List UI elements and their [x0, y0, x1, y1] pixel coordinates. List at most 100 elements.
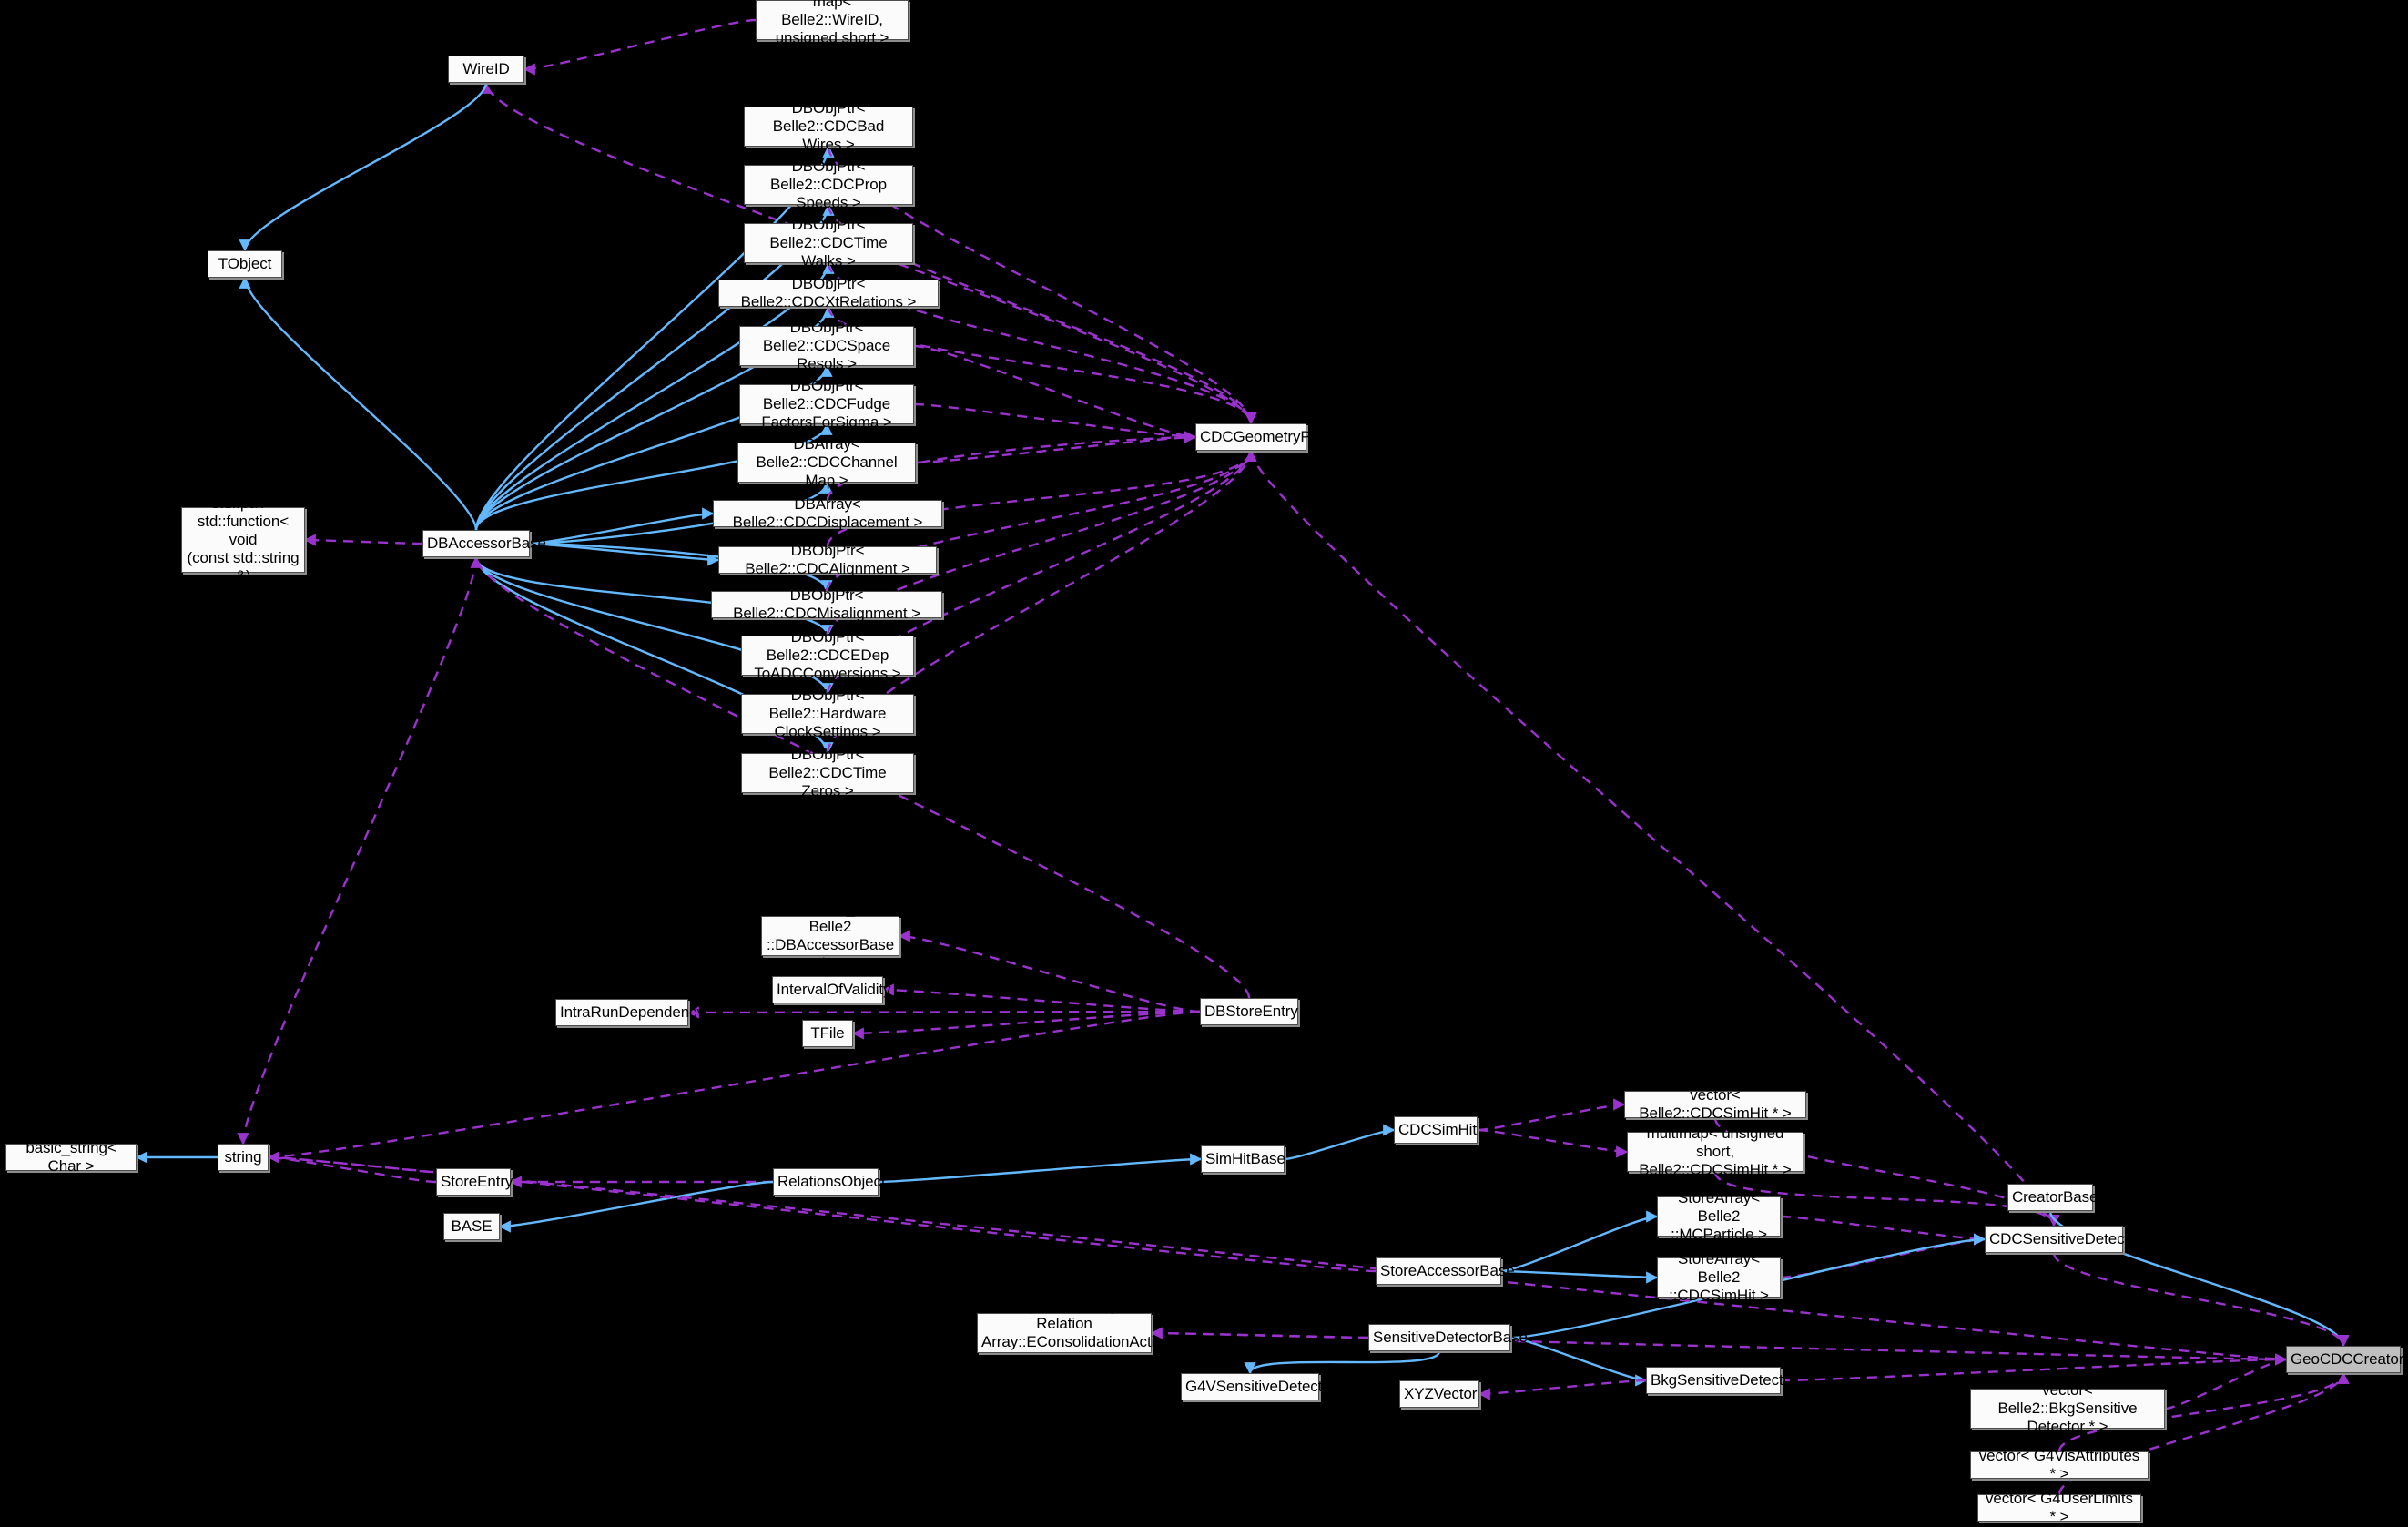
node-cdcedeptoadc[interactable]: DBObjPtr< Belle2::CDCEDep ToADCConversio… — [741, 628, 914, 682]
edge-simhitbase-to-cdcsimhit — [1284, 1124, 1396, 1161]
node-label: StoreArray< Belle2 ::MCParticle > — [1671, 1188, 1767, 1244]
edge-cdcsensitivedetector-to-geocdccreator — [2052, 1252, 2350, 1348]
node-cdcspaceresols[interactable]: DBObjPtr< Belle2::CDCSpace Resols > — [739, 319, 914, 372]
node-storearray_mc[interactable]: StoreArray< Belle2 ::MCParticle > — [1657, 1189, 1781, 1243]
node-vec_g4visattr[interactable]: vector< G4VisAttributes * > — [1970, 1447, 2149, 1482]
node-label: IntervalOfValidity — [777, 980, 891, 998]
node-cdcmisalignment[interactable]: DBObjPtr< Belle2::CDCMisalignment > — [711, 586, 942, 622]
node-tfile[interactable]: TFile — [802, 1020, 853, 1047]
node-g4vsensitivedetector[interactable]: G4VSensitiveDetector — [1181, 1373, 1336, 1400]
node-vec_cdcsimhit_ptr[interactable]: vector< Belle2::CDCSimHit * > — [1624, 1086, 1806, 1122]
node-basic_string[interactable]: basic_string< Char > — [5, 1139, 137, 1175]
node-label: DBObjPtr< Belle2::Hardware ClockSettings… — [768, 686, 887, 741]
node-cdcbadwires[interactable]: DBObjPtr< Belle2::CDCBad Wires > — [744, 99, 913, 153]
node-storearray_simhit[interactable]: StoreArray< Belle2 ::CDCSimHit > — [1657, 1250, 1781, 1304]
node-simhitbase[interactable]: SimHitBase — [1201, 1145, 1285, 1173]
node-label: basic_string< Char > — [25, 1138, 117, 1175]
node-cdcsensitivedetector[interactable]: CDCSensitiveDetector — [1985, 1226, 2143, 1253]
edge-cdcsimhit-to-multimap_cdcsimhit — [1477, 1128, 1629, 1158]
node-label: WireID — [462, 59, 510, 77]
node-label: CDCGeometryPar — [1200, 427, 1325, 445]
node-label: DBArray< Belle2::CDCChannel Map > — [756, 434, 898, 490]
node-sensitivedetectorbase[interactable]: SensitiveDetectorBase — [1368, 1324, 1528, 1351]
edge-bkgsensitivedetector-to-xyzvector — [1478, 1379, 1647, 1400]
node-geocdccreator[interactable]: GeoCDCCreator — [2286, 1346, 2404, 1373]
edge-storeaccessorbase-to-storearray_mc — [1500, 1210, 1659, 1273]
node-label: TFile — [810, 1023, 845, 1042]
edge-dbstoreentry-to-intervalofvalidity — [881, 983, 1201, 1013]
node-label: IntraRunDependency — [560, 1003, 705, 1021]
node-cdcpropspeeds[interactable]: DBObjPtr< Belle2::CDCProp Speeds > — [744, 158, 913, 211]
node-cdcchannelmap[interactable]: DBArray< Belle2::CDCChannel Map > — [737, 435, 916, 489]
node-dbstoreentry[interactable]: DBStoreEntry — [1200, 998, 1298, 1025]
node-cdctimezeros[interactable]: DBObjPtr< Belle2::CDCTime Zeros > — [741, 746, 914, 799]
node-dbaccessorbase[interactable]: DBAccessorBase — [422, 530, 546, 557]
node-label: map< std::string, Relation Array::EConso… — [981, 1296, 1172, 1369]
node-label: StoreEntry — [441, 1172, 513, 1190]
node-bkgsensitivedetector[interactable]: BkgSensitiveDetector — [1646, 1367, 1797, 1394]
edge-cdcsimhit-to-vec_cdcsimhit_ptr — [1477, 1098, 1626, 1132]
node-string[interactable]: string — [218, 1144, 269, 1171]
edge-dbaccessorbase-to-vector_pair — [303, 534, 423, 546]
node-label: RelationsObject — [777, 1172, 886, 1190]
node-label: DBObjPtr< Belle2::CDCFudge FactorsForSig… — [761, 376, 892, 432]
node-multimap_cdcsimhit[interactable]: multimap< unsigned short, Belle2::CDCSim… — [1627, 1125, 1803, 1178]
node-base[interactable]: BASE — [443, 1213, 500, 1240]
node-storeaccessorbase[interactable]: StoreAccessorBase — [1376, 1257, 1515, 1285]
node-label: DBObjPtr< Belle2::CDCProp Speeds > — [770, 157, 887, 212]
node-label: DBObjPtr< Belle2::CDCTime Walks > — [769, 215, 888, 270]
node-vec_bkgsensitive[interactable]: vector< Belle2::BkgSensitive Detector * … — [1970, 1381, 2165, 1435]
node-label: CDCSimHit — [1398, 1120, 1477, 1138]
edge-sensitivedetectorbase-to-map_consolidation — [1150, 1327, 1369, 1339]
node-cdcgeometrypar[interactable]: CDCGeometryPar — [1195, 423, 1325, 451]
node-cdcfudgefactors[interactable]: DBObjPtr< Belle2::CDCFudge FactorsForSig… — [739, 377, 914, 431]
node-cdctimewalks[interactable]: DBObjPtr< Belle2::CDCTime Walks > — [744, 216, 913, 270]
node-intervalofvalidity[interactable]: IntervalOfValidity — [772, 976, 891, 1003]
edge-cdcchannelmap-to-cdcgeometrypar — [915, 431, 1197, 464]
node-cdcsimhit[interactable]: CDCSimHit — [1394, 1116, 1478, 1144]
node-label: StoreArray< Belle2 ::CDCSimHit > — [1669, 1249, 1769, 1305]
node-cdcxtrelations[interactable]: DBObjPtr< Belle2::CDCXtRelations > — [718, 275, 939, 310]
node-hwclocksettings[interactable]: DBObjPtr< Belle2::Hardware ClockSettings… — [741, 687, 914, 740]
node-map_wireid[interactable]: map< Belle2::WireID, unsigned short > — [756, 0, 909, 46]
node-intrarundependency[interactable]: IntraRunDependency — [555, 999, 705, 1026]
node-label: vector< G4VisAttributes * > — [1978, 1446, 2140, 1482]
node-vector_pair[interactable]: vector< std::pair< std::function< void (… — [181, 476, 305, 603]
node-creatorbase[interactable]: CreatorBase — [2007, 1184, 2098, 1211]
node-label: vector< Belle2::CDCSimHit * > — [1639, 1085, 1792, 1122]
edge-cdcfudgefactors-to-cdcgeometrypar — [913, 402, 1197, 443]
node-tobject[interactable]: TObject — [208, 250, 282, 278]
node-label: DBObjPtr< Belle2::CDCXtRelations > — [740, 274, 917, 310]
edge-storeaccessorbase-to-storearray_simhit — [1500, 1269, 1659, 1284]
node-label: DBObjPtr< Belle2::CDCAlignment > — [745, 541, 910, 577]
node-xyzvector[interactable]: XYZVector — [1399, 1380, 1479, 1408]
node-label: DBObjPtr< Belle2::CDCSpace Resols > — [762, 318, 891, 373]
node-label: DBObjPtr< Belle2::CDCMisalignment > — [733, 585, 920, 622]
edge-dbaccessorbase-to-cdcdisplacement — [529, 507, 715, 545]
node-label: SensitiveDetectorBase — [1373, 1328, 1528, 1346]
node-cdcdisplacement[interactable]: DBArray< Belle2::CDCDisplacement > — [713, 495, 942, 531]
edge-relationsobject-to-simhitbase — [878, 1153, 1203, 1184]
edge-sensitivedetectorbase-to-g4vsensitivedetector — [1244, 1350, 1441, 1375]
node-relationsobject[interactable]: RelationsObject — [773, 1168, 886, 1196]
node-storeentry[interactable]: StoreEntry — [436, 1168, 513, 1196]
edge-storeentry-to-string — [267, 1151, 437, 1184]
node-label: multimap< unsigned short, Belle2::CDCSim… — [1639, 1124, 1792, 1179]
edge-dbstoreentry-to-unordered_set — [898, 930, 1201, 1013]
node-label: GeoCDCCreator — [2291, 1349, 2404, 1368]
node-label: DBStoreEntry — [1204, 1002, 1298, 1020]
node-label: DBObjPtr< Belle2::CDCTime Zeros > — [768, 745, 887, 800]
node-vec_g4userlimits[interactable]: vector< G4UserLimits * > — [1977, 1490, 2141, 1525]
node-unordered_set[interactable]: unordered_set< Belle2 ::DBAccessorBase *… — [761, 900, 899, 972]
node-cdcalignment[interactable]: DBObjPtr< Belle2::CDCAlignment > — [718, 542, 937, 577]
node-map_consolidation[interactable]: map< std::string, Relation Array::EConso… — [977, 1297, 1172, 1369]
node-label: DBArray< Belle2::CDCDisplacement > — [732, 494, 923, 531]
node-label: vector< std::pair< std::function< void (… — [187, 475, 300, 604]
node-wireid[interactable]: WireID — [448, 56, 524, 83]
node-label: string — [224, 1147, 262, 1166]
node-label: G4VSensitiveDetector — [1185, 1377, 1336, 1395]
edge-dbstoreentry-to-string — [267, 1010, 1201, 1164]
node-label: CDCSensitiveDetector — [1989, 1229, 2143, 1247]
